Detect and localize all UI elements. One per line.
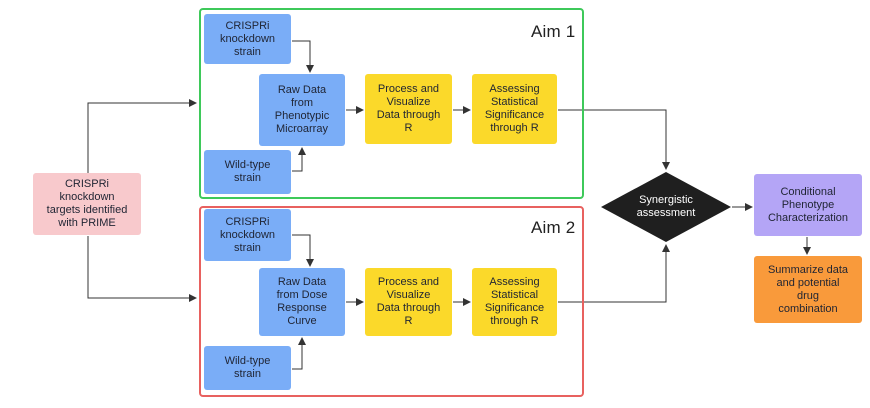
aim1-raw-data-node: Raw Data from Phenotypic Microarray — [259, 74, 345, 146]
arrow-start-to-aim2 — [87, 236, 197, 302]
arrow-aim2-wildtype-to-raw — [292, 337, 306, 370]
aim2-raw-data-node: Raw Data from Dose Response Curve — [259, 268, 345, 336]
arrow-aim1-wildtype-to-raw — [292, 147, 306, 172]
summarize-data-node: Summarize data and potential drug combin… — [754, 256, 862, 323]
decision-diamond-shape — [601, 172, 731, 242]
aim2-frame — [199, 206, 584, 397]
conditional-phenotype-node: Conditional Phenotype Characterization — [754, 174, 862, 236]
aim2-title: Aim 2 — [531, 218, 576, 237]
arrow-aim1-crispri-to-raw — [292, 40, 314, 73]
start-node-crispri-targets: CRISPRi knockdown targets identified wit… — [33, 173, 141, 235]
arrow-aim2-assess-to-decision — [558, 244, 670, 303]
arrow-aim2-crispri-to-raw — [292, 234, 314, 267]
aim2-process-node: Process and Visualize Data through R — [365, 268, 452, 336]
aim2-assess-node: Assessing Statistical Significance throu… — [472, 268, 557, 336]
aim1-wildtype-strain-node: Wild-type strain — [204, 150, 291, 194]
arrow-start-to-aim1 — [87, 99, 197, 173]
aim2-wildtype-strain-node: Wild-type strain — [204, 346, 291, 390]
aim1-frame — [199, 8, 584, 199]
synergistic-assessment-decision: Synergistic assessment — [600, 171, 732, 243]
aim1-assess-node: Assessing Statistical Significance throu… — [472, 74, 557, 144]
aim1-crispri-strain-node: CRISPRi knockdown strain — [204, 14, 291, 64]
aim1-title: Aim 1 — [531, 22, 576, 41]
aim1-process-node: Process and Visualize Data through R — [365, 74, 452, 144]
aim2-crispri-strain-node: CRISPRi knockdown strain — [204, 209, 291, 261]
decision-label: Synergistic assessment — [636, 194, 696, 219]
arrow-aim1-assess-to-decision — [558, 109, 670, 170]
